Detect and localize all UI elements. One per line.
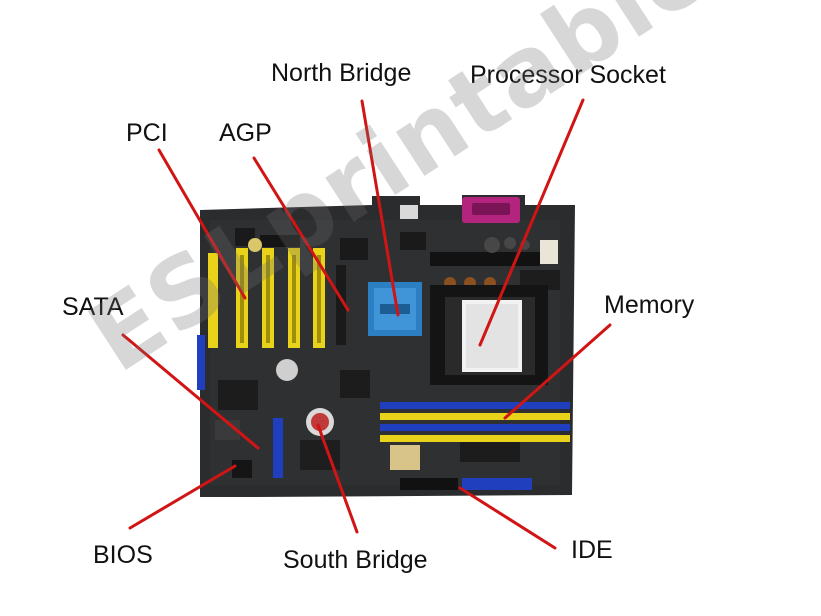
agp-slot — [336, 265, 346, 345]
memory-slots — [380, 402, 570, 442]
leader-line-agp — [252, 156, 350, 312]
processor-socket-label: Processor Socket — [470, 61, 666, 89]
leader-line-ide — [458, 486, 557, 550]
leader-line-sata — [121, 333, 260, 450]
ide-connector — [400, 478, 532, 490]
south-bridge-label: South Bridge — [283, 546, 428, 574]
sata-connectors — [197, 335, 283, 478]
sata-label: SATA — [62, 293, 124, 321]
agp-label: AGP — [219, 119, 272, 147]
leader-lines — [121, 98, 612, 550]
leader-line-processor-socket — [478, 98, 585, 347]
processor-socket — [430, 285, 548, 385]
pci-slot — [208, 253, 218, 348]
memory-label: Memory — [604, 291, 695, 319]
io-connector — [400, 197, 520, 223]
south-bridge-chip — [306, 408, 334, 436]
leader-line-south-bridge — [316, 423, 359, 534]
north-bridge-label: North Bridge — [271, 59, 412, 87]
ide-label: IDE — [571, 536, 613, 564]
pci-label: PCI — [126, 119, 168, 147]
bios-label: BIOS — [93, 541, 153, 569]
pci-slots — [208, 248, 325, 348]
leader-line-bios — [128, 464, 237, 530]
leader-line-pci — [157, 148, 247, 300]
leader-line-north-bridge — [360, 99, 400, 317]
bios-chip — [232, 460, 252, 478]
leader-line-memory — [503, 323, 612, 420]
